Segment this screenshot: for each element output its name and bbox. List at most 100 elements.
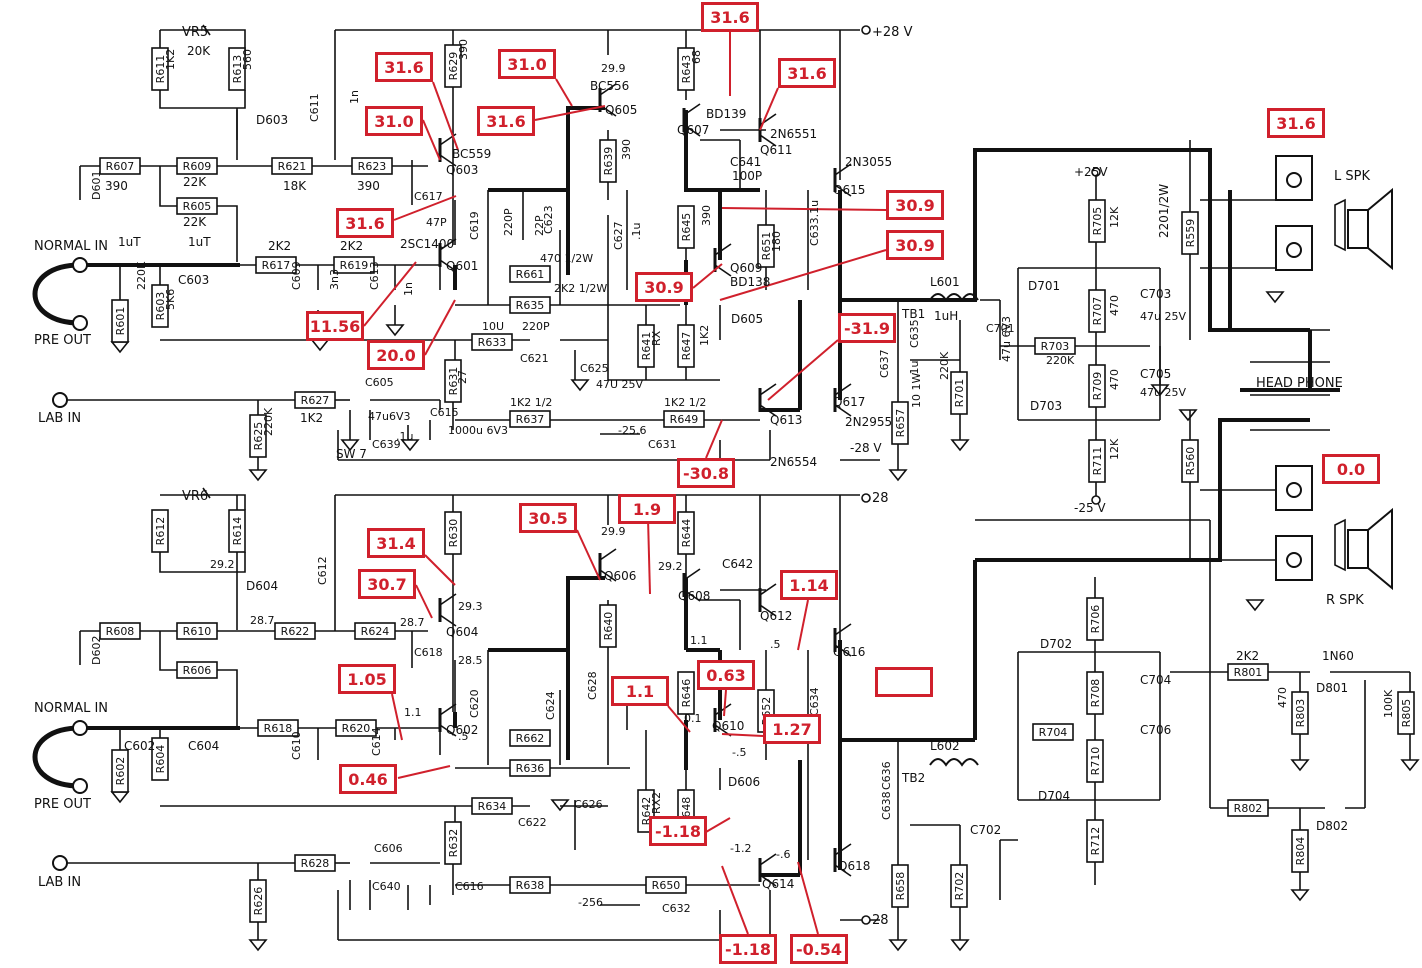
resistor-r662 [509, 729, 551, 747]
resistor-label: R624 [361, 625, 390, 638]
supply-terminal [1091, 495, 1101, 505]
component-label: C631 [648, 438, 677, 451]
resistor-label: R702 [953, 872, 966, 901]
component-label: C628 [586, 671, 599, 700]
annotation-leader [721, 207, 887, 211]
component-label: C611 [308, 93, 321, 122]
component-label: C642 [722, 557, 753, 571]
component-label: 100P [732, 169, 762, 183]
component-label: .1u [630, 223, 643, 240]
resistor-r613 [228, 47, 246, 91]
transistor-collector [599, 83, 617, 96]
supply-terminal [1091, 167, 1101, 177]
component-label: 28.5 [458, 654, 483, 667]
component-label: C641 [730, 155, 761, 169]
annotation-leader [723, 689, 727, 717]
component-label: C705 [1140, 367, 1171, 381]
component-label: 22K [183, 215, 207, 229]
component-label: Q602 [446, 723, 478, 737]
component-label: 2K2 [268, 239, 291, 253]
lab-in-terminal [52, 392, 68, 408]
annotation-leader [705, 817, 731, 833]
component-label: C623 [542, 205, 555, 234]
voltage-annotation: 1.14 [780, 570, 838, 600]
component-label: C620 [468, 689, 481, 718]
component-label: Q608 [678, 589, 710, 603]
component-label: 220P [502, 208, 515, 236]
label-pre-out-l: PRE OUT [34, 333, 91, 348]
resistor-label: R658 [894, 872, 907, 901]
component-label: 390 [620, 139, 633, 160]
resistor-label: R804 [1294, 837, 1307, 866]
component-label: 47u6V3 [368, 410, 411, 423]
resistor-r611 [151, 47, 169, 91]
label-plus25v: +25V [1074, 165, 1108, 179]
voltage-annotation: -0.54 [790, 934, 848, 964]
component-label: 2N2955 [845, 415, 892, 429]
voltage-annotation: 31.6 [375, 52, 433, 82]
transistor-emitter [439, 614, 457, 627]
voltage-annotation: 30.9 [886, 190, 944, 220]
resistor-label: R623 [358, 160, 387, 173]
resistor-r631 [444, 359, 462, 403]
component-label: D702 [1040, 637, 1072, 651]
component-label: 1K2 1/2 [664, 396, 706, 409]
resistor-label: R629 [447, 52, 460, 81]
ground-icon [1245, 599, 1265, 612]
resistor-r640 [599, 604, 617, 648]
component-label: .5 [770, 638, 781, 651]
label-normal-in-r: NORMAL IN [34, 701, 108, 716]
label-tb2: TB2 [901, 771, 925, 785]
voltage-annotation: 11.56 [306, 311, 364, 341]
wire [217, 205, 238, 262]
component-label: D601 [90, 171, 103, 200]
annotation-leader [391, 693, 403, 741]
jack-terminal [72, 257, 88, 273]
resistor-label: R704 [1039, 726, 1068, 739]
component-label: C619 [468, 211, 481, 240]
transistor-emitter [834, 404, 852, 417]
jack-hole [1286, 552, 1302, 568]
component-label: VR5 [182, 25, 208, 40]
label-tb1: TB1 [901, 307, 925, 321]
resistor-r622 [274, 622, 316, 640]
resistor-r617 [255, 256, 297, 274]
wire [160, 494, 246, 510]
transistor-emitter [834, 644, 852, 657]
component-label: C616 [455, 880, 484, 893]
annotation-leader [424, 299, 456, 356]
resistor-label: R637 [516, 413, 545, 426]
component-label: 0.1 [684, 712, 702, 725]
resistor-label: R805 [1400, 699, 1413, 728]
voltage-annotation: -1.18 [719, 934, 777, 964]
resistor-label: R641 [640, 332, 653, 361]
voltage-annotation: 30.9 [635, 272, 693, 302]
voltage-annotation: 31.0 [498, 49, 556, 79]
component-label: BC556 [590, 79, 629, 93]
component-label: 2K2 [1236, 649, 1259, 663]
annotation-leader [415, 584, 433, 619]
voltage-annotation: 0.63 [697, 660, 755, 690]
resistor-r629 [444, 44, 462, 88]
component-label: 2K2 [340, 239, 363, 253]
resistor-r803 [1291, 691, 1309, 735]
label-l601-val: 1uH [934, 309, 958, 323]
component-label: 1N60 [1322, 649, 1354, 663]
resistor-label: R601 [114, 307, 127, 336]
resistor-r647 [677, 324, 695, 368]
component-label: .1u [908, 361, 921, 378]
component-label: Q611 [760, 143, 792, 157]
resistor-label: R634 [478, 800, 507, 813]
component-label: C703 [1140, 287, 1171, 301]
wire [217, 669, 238, 728]
resistor-r637 [509, 410, 551, 428]
label-lab-in-l: LAB IN [38, 411, 81, 426]
resistor-label: R645 [680, 213, 693, 242]
resistor-label: R657 [894, 409, 907, 438]
resistor-r643 [677, 47, 695, 91]
resistor-r626 [249, 879, 267, 923]
ground-icon [1400, 759, 1420, 772]
component-label: 1uT [118, 235, 141, 249]
wire [159, 631, 177, 671]
component-label: C622 [518, 816, 547, 829]
